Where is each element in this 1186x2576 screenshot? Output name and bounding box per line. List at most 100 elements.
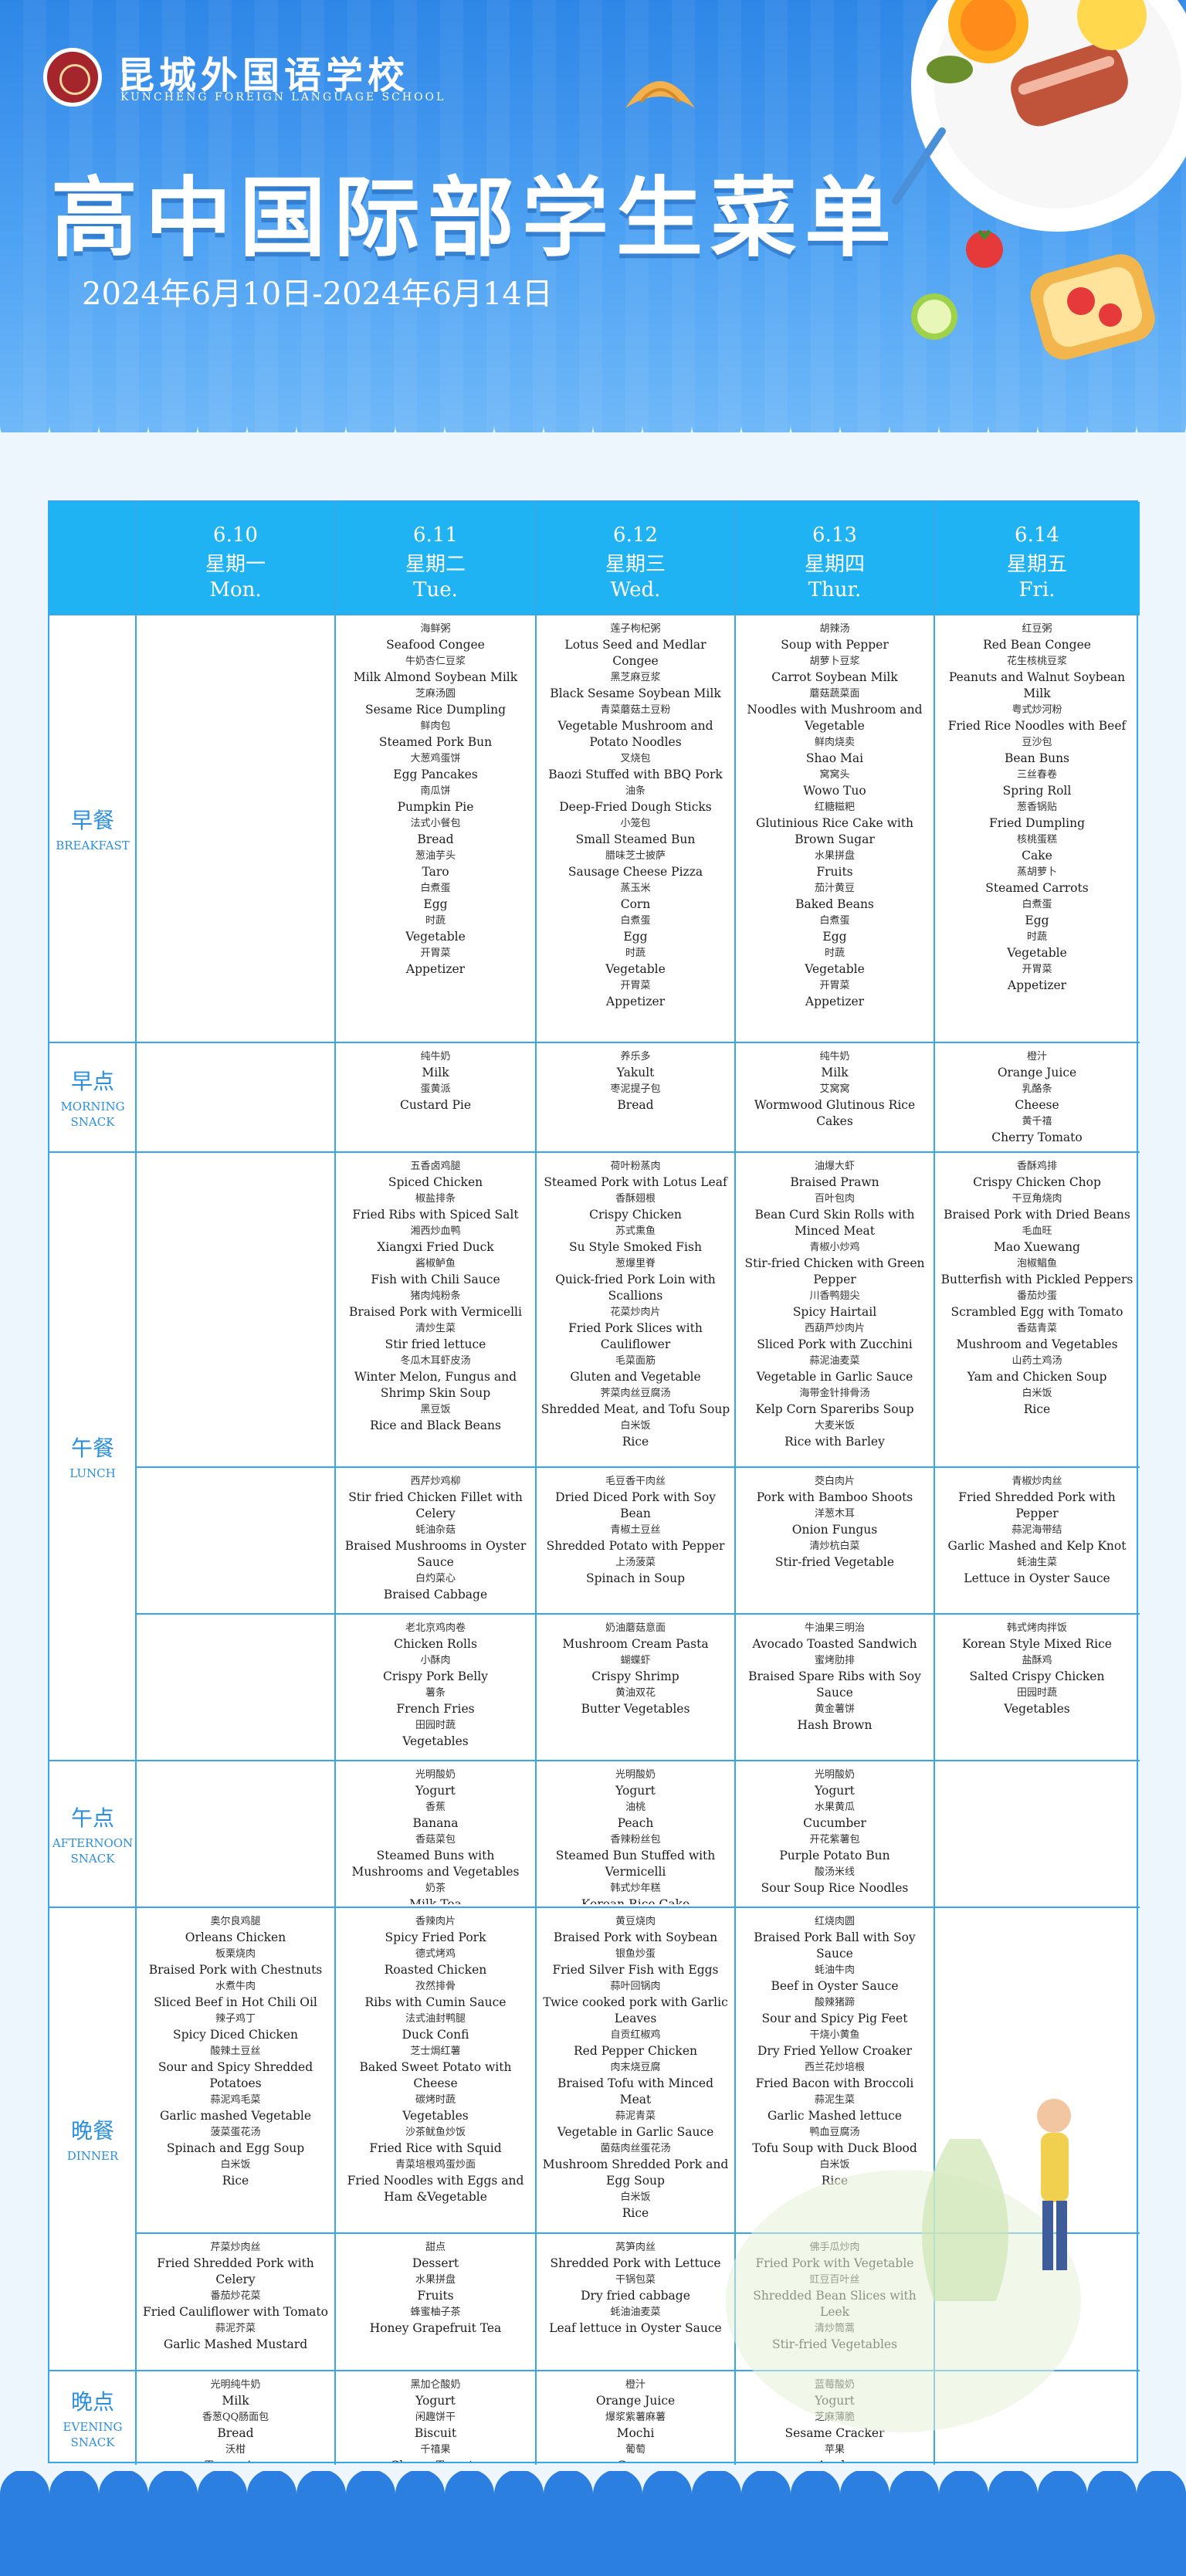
dish-name-en: Custard Pie	[399, 1098, 472, 1112]
dish-name-cn: 小酥肉	[420, 1655, 451, 1666]
dish-name-cn: 百叶包肉	[814, 1193, 855, 1205]
dish-name-en: Baozi Stuffed with BBQ Pork	[548, 768, 723, 781]
column-divider	[535, 502, 537, 2465]
dish-name-cn: 甜点	[425, 2242, 446, 2253]
dish-name-cn: 肉末烧豆腐	[610, 2062, 661, 2073]
dish-name-en: Mochi	[616, 2426, 655, 2440]
dish-name-en: Mushroom Cream Pasta	[562, 1637, 709, 1651]
dish-name-cn: 白米饭	[620, 2191, 651, 2203]
dish-name-cn: 酸辣猪蹄	[814, 1997, 855, 2008]
dish-name-cn: 薯条	[425, 1687, 446, 1699]
dish-name-cn: 橙汁	[1026, 1051, 1047, 1063]
dish-name-cn: 青椒小炒鸡	[809, 1242, 860, 1253]
dish-name-en: Appetizer	[405, 962, 466, 976]
dish-name-cn: 蒜泥油麦菜	[809, 1355, 860, 1367]
row-divider	[49, 1907, 1140, 1908]
dish-name-en: Vegetable	[405, 930, 466, 944]
dish-name-cn: 芝士焗红薯	[410, 2046, 461, 2057]
dish-name-cn: 黑加仑酸奶	[410, 2379, 461, 2391]
dish-name-cn: 韩式烤肉拌饭	[1006, 1622, 1067, 1634]
dish-name-en: Peanuts and Walnut Soybean Milk	[948, 670, 1126, 700]
dish-name-en: Cake	[1022, 849, 1052, 863]
meal-name-cn: 午点	[70, 1805, 114, 1831]
dish-name-cn: 蒜泥生菜	[814, 2094, 855, 2106]
dish-name-cn: 葱香锅贴	[1016, 802, 1057, 813]
row-divider	[136, 1613, 1140, 1615]
dish-name-en: Vegetables	[402, 2109, 469, 2123]
dish-name-cn: 苹果	[824, 2444, 845, 2456]
dish-name-cn: 蚝油牛肉	[814, 1964, 855, 1976]
dish-name-en: Lotus Seed and Medlar Congee	[564, 638, 707, 668]
dish-name-cn: 胡辣汤	[819, 623, 850, 635]
dish-name-en: Mao Xuewang	[994, 1240, 1080, 1254]
dish-name-cn: 鸭血豆腐汤	[809, 2127, 860, 2138]
dish-name-cn: 茄汁黄豆	[814, 883, 855, 894]
dish-name-cn: 法式油封鸭腿	[405, 2013, 466, 2025]
tomato-icon	[966, 229, 1003, 268]
dish-name-cn: 蚝油生菜	[1016, 1557, 1057, 1568]
day-weekday-en: Thur.	[808, 578, 862, 602]
dish-name-en: Beef in Oyster Sauce	[771, 1979, 899, 1993]
dish-name-en: Yam and Chicken Soup	[967, 1370, 1107, 1384]
dish-name-en: Quick-fried Pork Loin with Scallions	[555, 1273, 716, 1303]
dish-name-cn: 爆浆紫薯麻薯	[605, 2412, 666, 2423]
dish-name-en: Fried Shredded Pork with Pepper	[958, 1490, 1116, 1520]
dish-name-en: Mushroom Shredded Pork and Egg Soup	[542, 2157, 729, 2188]
dish-name-en: Vegetable	[605, 962, 666, 976]
dish-name-en: Butter Vegetables	[581, 1702, 690, 1716]
dish-name-en: Rice	[622, 2206, 649, 2220]
dish-name-en: Sesame Cracker	[784, 2426, 885, 2440]
dish-name-en: Yogurt	[415, 1784, 456, 1798]
dish-name-cn: 乳酪条	[1022, 1083, 1052, 1095]
dish-name-cn: 沃柑	[225, 2444, 246, 2456]
dish-name-en: Korean Style Mixed Rice	[962, 1637, 1112, 1651]
dish-name-en: Wormwood Glutinous Rice Cakes	[754, 1098, 916, 1128]
dish-name-cn: 碳烤时蔬	[415, 2094, 456, 2106]
dish-name-en: Scrambled Egg with Tomato	[950, 1305, 1123, 1319]
meal-name-en: EVENING SNACK	[63, 2420, 123, 2449]
dish-name-cn: 三丝春卷	[1016, 769, 1057, 781]
dish-name-en: Red Bean Congee	[983, 638, 1091, 652]
dish-name-en: Rice with Barley	[784, 1435, 885, 1449]
dish-name-cn: 黄豆烧肉	[615, 1916, 656, 1927]
dish-name-cn: 蒜叶回锅肉	[610, 1981, 661, 1992]
dish-name-cn: 水煮牛肉	[215, 1981, 256, 1992]
dish-name-en: Pork with Bamboo Shoots	[756, 1490, 913, 1504]
dish-name-cn: 香辣粉丝包	[610, 1834, 661, 1846]
column-divider	[934, 502, 935, 2465]
dish-name-cn: 鲜肉包	[420, 720, 451, 732]
dish-name-cn: 老北京鸡肉卷	[405, 1622, 466, 1634]
dish-name-en: Fried Cauliflower with Tomato	[143, 2305, 328, 2319]
dish-name-en: Braised Mushrooms in Oyster Sauce	[344, 1539, 527, 1569]
dish-name-cn: 黑芝麻豆浆	[610, 672, 661, 683]
dish-name-en: Stir-fried Vegetable	[774, 1555, 895, 1569]
dish-name-cn: 蚝油油麦菜	[610, 2307, 661, 2318]
column-divider	[135, 502, 137, 2465]
dish-name-en: Sour Soup Rice Noodles	[761, 1881, 909, 1895]
dish-name-cn: 白煮蛋	[819, 915, 850, 927]
dish-name-cn: 蜜烤肋排	[814, 1655, 855, 1666]
dish-name-en: Carrot Soybean Milk	[771, 670, 898, 684]
dish-name-cn: 白煮蛋	[1022, 899, 1052, 910]
dish-name-en: Shredded Meat, and Tofu Soup	[540, 1402, 730, 1416]
dish-name-en: Cucumber	[803, 1816, 866, 1830]
meal-name-cn: 午餐	[70, 1435, 114, 1461]
dish-name-cn: 湘西炒血鸭	[410, 1225, 461, 1237]
dish-name-en: Salted Crispy Chicken	[969, 1669, 1105, 1683]
dish-name-en: Appetizer	[1007, 978, 1067, 992]
dish-name-en: Purple Potato Bun	[779, 1849, 890, 1863]
dish-name-cn: 法式小餐包	[410, 818, 461, 829]
dish-name-cn: 时蔬	[1026, 931, 1047, 943]
breakfast-plate-icon	[892, 0, 1186, 232]
row-divider	[136, 1466, 1140, 1468]
dish-name-cn: 莲子枸杞粥	[610, 623, 661, 635]
dish-name-cn: 菌菇肉丝蛋花汤	[600, 2143, 671, 2154]
dish-name-cn: 干烧小黄鱼	[809, 2029, 860, 2041]
dish-name-cn: 腊味芝士披萨	[605, 850, 666, 862]
